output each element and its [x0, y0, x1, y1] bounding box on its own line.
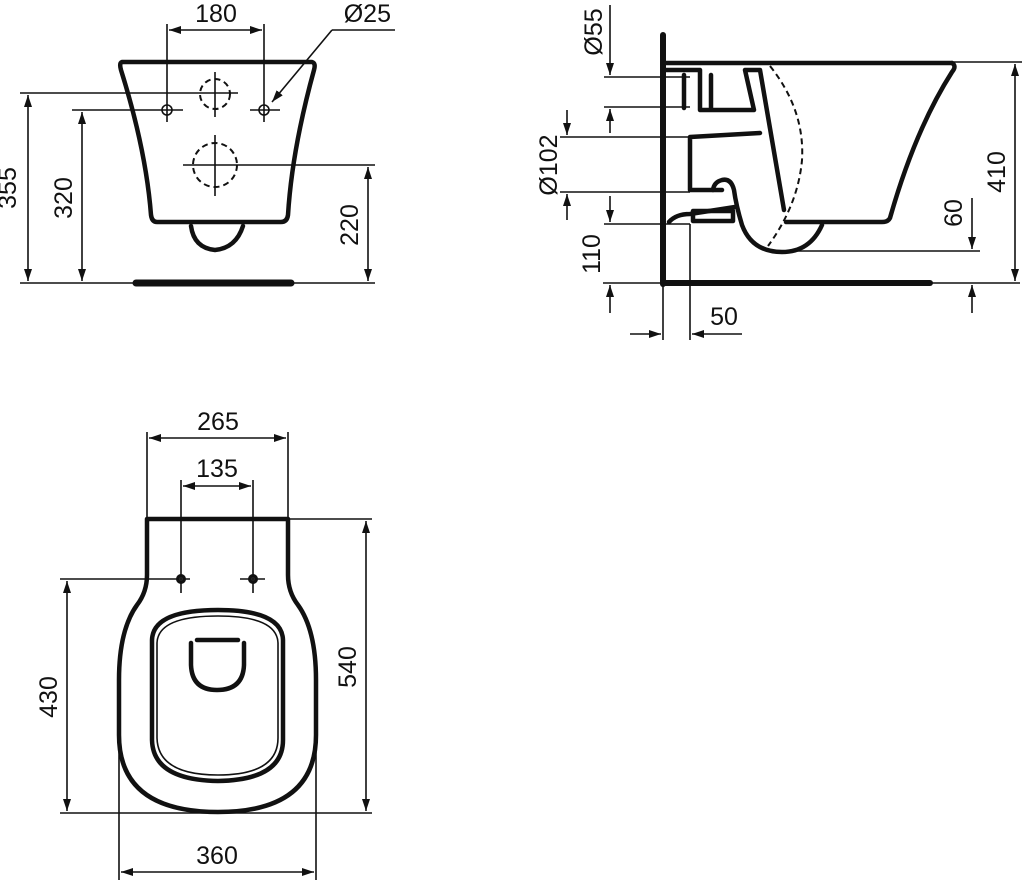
lid-outlet [188, 640, 247, 693]
dim-seat-fixing-spacing: 135 [196, 455, 238, 483]
dim-outlet-height: 110 [578, 234, 606, 274]
bowl-front-curve [783, 60, 957, 225]
dim-height-to-outlet: 220 [336, 204, 364, 246]
seat-outline [149, 607, 286, 784]
dim-fixing-hole-spacing: 180 [195, 0, 237, 28]
side-view: Ø55 Ø102 110 410 60 50 [535, 5, 1022, 340]
flush-channel [662, 67, 787, 213]
dim-total-width: 360 [196, 842, 238, 870]
dim-fixing-to-front: 430 [35, 676, 63, 718]
dim-total-length: 540 [334, 646, 362, 688]
dim-rear-width: 265 [197, 408, 239, 436]
dim-outlet-diameter: Ø102 [535, 134, 563, 195]
front-view: 180 Ø25 355 320 220 [0, 0, 395, 287]
dim-bottom-clearance: 60 [940, 199, 968, 227]
front-view-outlet-tail [188, 223, 246, 253]
top-view-outer-outline [116, 516, 319, 815]
dim-total-height: 410 [983, 151, 1011, 193]
top-view: 265 135 430 540 360 [35, 408, 372, 880]
outlet-base [666, 204, 738, 225]
seat-inner-outline [156, 615, 279, 776]
dim-wall-offset: 50 [710, 303, 738, 331]
dim-height-to-fixing-holes: 320 [50, 177, 78, 219]
outlet-seal [690, 208, 736, 224]
leader-25 [271, 29, 333, 103]
outlet-pipe [687, 130, 763, 193]
bowl-underside [710, 177, 825, 255]
front-view-body-outline [117, 59, 317, 225]
bowl-internal-dashed [767, 65, 804, 247]
dim-inlet-diameter: Ø55 [580, 8, 608, 55]
dim-height-to-top-hole: 355 [0, 167, 22, 209]
dim-fixing-hole-diameter: Ø25 [344, 0, 391, 28]
inlet-walls [681, 72, 714, 111]
